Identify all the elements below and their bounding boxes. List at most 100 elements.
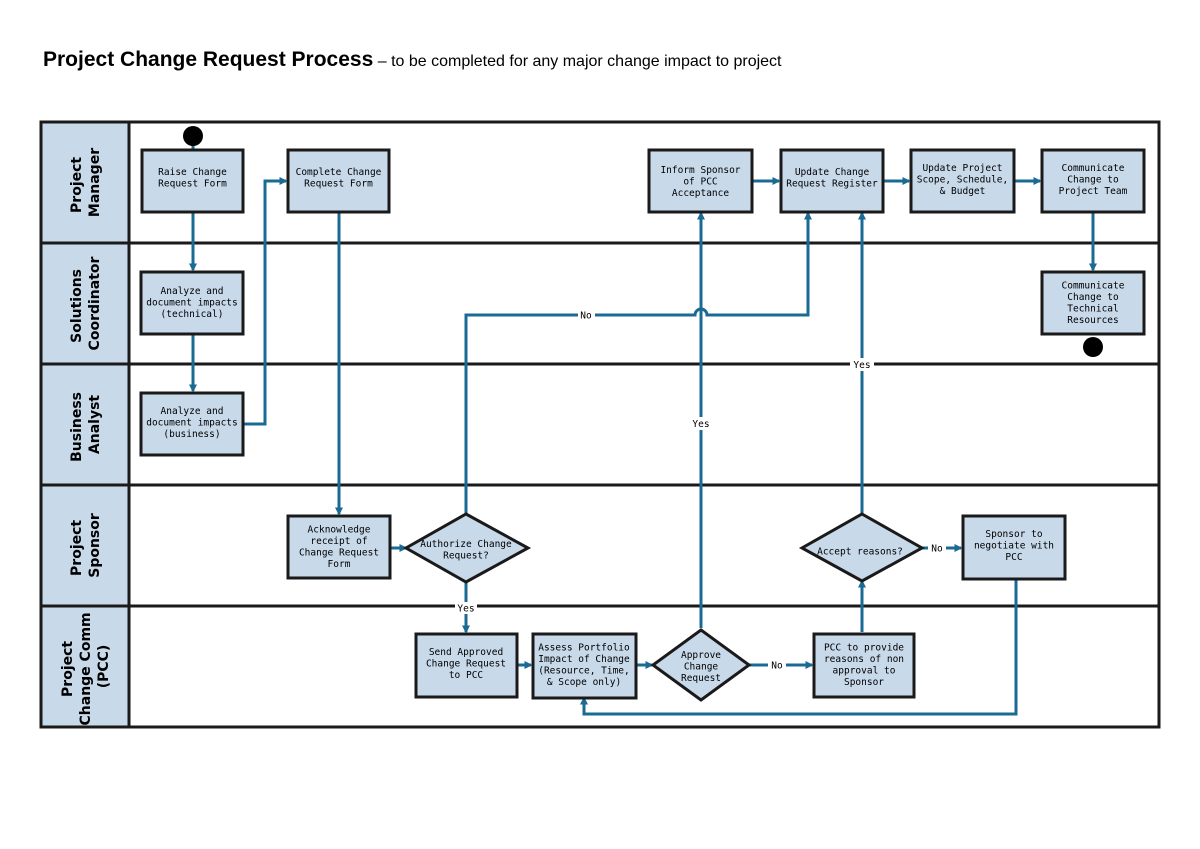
inform-sponsor-text-line: of PCC [683,177,717,188]
analyze-tech-text-line: Analyze and [161,286,224,297]
send-approved-text-line: Change Request [426,659,506,670]
node-pcc-provide-reasons [812,632,916,699]
communicate-tech-text-line: Resources [1067,315,1118,326]
communicate-team-text-line: Communicate [1062,163,1125,174]
update-register-text-line: Request Register [786,178,878,189]
connector-analyze-bus-to-complete [243,177,288,426]
acknowledge-text-line: Form [328,559,351,570]
lane-labels: Project Manager Solutions Coordinator Bu… [60,148,112,726]
pcc-reasons-text-line: approval to [833,665,896,676]
communicate-tech-text-line: Change to [1067,292,1119,303]
node-communicate-project-team [1040,148,1146,214]
label-authorize-no: No [580,311,592,322]
communicate-team-text-line: Project Team [1059,186,1128,197]
label-accept-no: No [931,544,943,555]
send-approved-text-line: to PCC [449,670,483,681]
authorize-text-line: Authorize Change [420,539,512,550]
accept-reasons-text: Accept reasons? [817,547,903,558]
acknowledge-text-line: Acknowledge [308,524,371,535]
approve-text-line: Request [681,673,721,684]
lane-label-project-sponsor: Project Sponsor [69,513,103,578]
node-complete-change-request-form [286,148,391,214]
analyze-bus-text-line: document impacts [146,418,238,429]
raise-change-text-line: Request Form [158,178,227,189]
complete-change-text-line: Complete Change [296,167,382,178]
negotiate-text-line: negotiate with [974,541,1054,552]
node-analyze-impacts-business [139,391,245,457]
node-communicate-technical-resources [1040,270,1146,336]
label-approve-yes: Yes [692,419,709,430]
inform-sponsor-text-line: Acceptance [672,188,729,199]
pcc-reasons-text-line: Sponsor [844,677,884,688]
assess-text-line: Assess Portfolio [538,642,630,653]
assess-text-line: & Scope only) [547,677,621,688]
title-main: Project Change Request Process [43,48,374,71]
analyze-bus-text-line: (business) [163,429,220,440]
negotiate-text-line: Sponsor to [985,529,1042,540]
node-assess-portfolio-impact [531,632,638,700]
connector-labels: No Yes Yes No Yes No [455,309,946,672]
update-register-text-line: Update Change [795,167,870,178]
pcc-reasons-text-line: PCC to provide [824,642,904,653]
communicate-tech-text-line: Technical [1067,303,1118,314]
analyze-bus-text-line: Analyze and [161,406,224,417]
node-accept-reasons-decision [798,512,926,583]
raise-change-text-line: Raise Change [158,167,227,178]
update-scope-text-line: Scope, Schedule, [917,175,1009,186]
node-raise-change-request-form [140,148,245,214]
authorize-text-line: Request? [443,550,489,561]
inform-sponsor-text-line: Inform Sponsor [660,165,740,176]
communicate-team-text-line: Change to [1067,175,1119,186]
page-title: Project Change Request Process – to be c… [43,48,782,72]
node-acknowledge-receipt [286,514,392,580]
accept-reasons-text-line: Accept reasons? [817,547,903,558]
assess-text-line: Impact of Change [538,654,630,665]
assess-text-line: (Resource, Time, [538,665,630,676]
node-send-approved-change-request [414,632,519,699]
update-scope-text-line: Update Project [922,163,1002,174]
negotiate-text-line: PCC [1005,552,1022,563]
node-update-change-request-register [779,148,885,214]
acknowledge-text-line: receipt of [310,536,367,547]
process-nodes [139,148,1146,702]
label-approve-no: No [771,661,783,672]
lane-label-business-analyst: Business Analyst [69,387,103,462]
label-accept-yes: Yes [853,360,870,371]
pcc-reasons-text-line: reasons of non [824,654,904,665]
end-node [1083,337,1103,357]
node-authorize-change-request-decision [402,512,532,584]
communicate-tech-text-line: Communicate [1062,280,1125,291]
node-inform-sponsor [647,148,754,214]
send-approved-text-line: Send Approved [429,647,503,658]
label-authorize-yes: Yes [457,604,474,615]
acknowledge-text-line: Change Request [299,547,379,558]
analyze-tech-text-line: (technical) [161,309,224,320]
start-node [183,126,203,146]
node-approve-change-request-decision [650,628,752,702]
analyze-tech-text-line: document impacts [146,298,238,309]
node-analyze-impacts-technical [139,270,245,336]
lane-label-solutions-coordinator: Solutions Coordinator [69,256,103,350]
title-subtitle: – to be completed for any major change i… [373,53,782,70]
approve-text-line: Change [684,662,719,673]
update-scope-text-line: & Budget [940,186,986,197]
lane-label-project-manager: Project Manager [69,148,103,217]
complete-change-text-line: Request Form [304,178,373,189]
